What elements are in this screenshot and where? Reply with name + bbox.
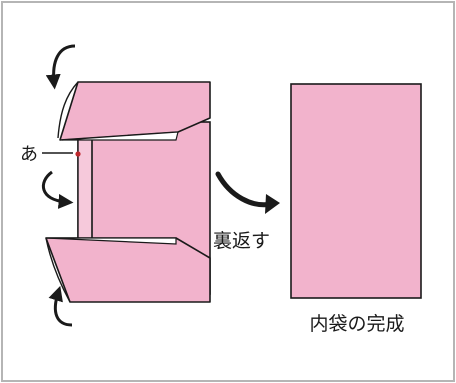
flip-arrow-icon [215, 171, 280, 214]
folding-figure: あ [20, 81, 211, 303]
inner-flap [77, 135, 93, 241]
bottom-flap [45, 237, 211, 303]
top-flap-edge [61, 131, 179, 141]
curved-arrow-icon [45, 44, 76, 90]
bottom-flap-edge [45, 237, 177, 245]
completed-label: 内袋の完成 [309, 313, 404, 335]
curved-arrow-icon [41, 170, 74, 209]
bottom-flap-curve [45, 237, 71, 303]
completed-bag [290, 83, 422, 299]
top-flap-curve [57, 81, 79, 139]
point-a-dot [75, 151, 81, 157]
point-a-label: あ [20, 144, 38, 165]
top-flap [59, 81, 211, 141]
flip-over-label: 裏返す [213, 230, 270, 252]
curved-arrow-icon [48, 285, 73, 327]
